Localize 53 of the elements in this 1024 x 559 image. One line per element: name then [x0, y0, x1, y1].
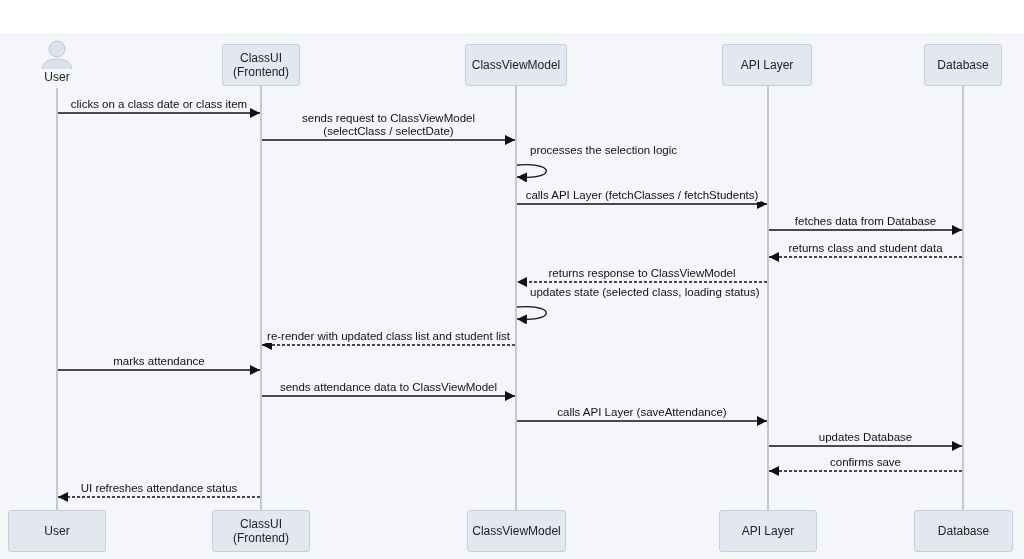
lifeline: [260, 86, 262, 510]
message-arrow: [57, 492, 261, 502]
participant-box: [212, 510, 310, 552]
message-arrow: [261, 340, 516, 350]
message-arrow: [768, 441, 963, 451]
message-arrow: [516, 277, 768, 287]
message-label: marks attendance: [111, 355, 207, 368]
message-arrow: [261, 391, 516, 401]
lifeline: [962, 86, 964, 510]
participant-box: [8, 510, 106, 552]
message-label: re-render with updated class list and student list: [265, 330, 512, 343]
message-label: clicks on a class date or class item: [68, 98, 250, 111]
message-arrow: [261, 135, 516, 145]
message-arrow: [516, 164, 547, 183]
message-arrow: [516, 199, 768, 209]
participant-box: [719, 510, 817, 552]
message-label: updates Database: [816, 431, 915, 444]
message-label: sends attendance data to ClassViewModel: [277, 381, 500, 394]
message-label: UI refreshes attendance status: [78, 482, 240, 495]
lifeline: [767, 86, 769, 510]
message-arrow: [516, 416, 768, 426]
message-label: fetches data from Database: [792, 215, 939, 228]
participant-label: User: [44, 70, 70, 84]
participant-box: [465, 44, 567, 86]
message-arrow: [768, 252, 963, 262]
participant-label: API Layer: [740, 58, 794, 72]
participant-box: [914, 510, 1013, 552]
participant-label: ClassUI (Frontend): [232, 51, 290, 79]
participant-label: API Layer: [741, 524, 795, 538]
lifeline: [515, 86, 517, 510]
participant-label: ClassViewModel: [471, 58, 561, 72]
participant-box: [924, 44, 1002, 86]
participant-label: ClassViewModel: [472, 524, 561, 538]
message-label: returns class and student data: [786, 242, 945, 255]
message-arrow: [768, 225, 963, 235]
message-label: calls API Layer (saveAttendance): [555, 406, 729, 419]
message-arrow: [516, 306, 547, 325]
participant-label: Database: [937, 524, 990, 538]
message-arrow: [57, 365, 261, 375]
message-label: returns response to ClassViewModel: [546, 267, 738, 280]
participant-label: Database: [937, 58, 989, 72]
lifeline: [56, 88, 58, 510]
participant-box: [467, 510, 566, 552]
message-label: confirms save: [828, 456, 903, 469]
message-arrow: [768, 466, 963, 476]
message-label: calls API Layer (fetchClasses / fetchStudents): [523, 189, 761, 202]
participant-box: [222, 44, 300, 86]
participant-label: ClassUI (Frontend): [232, 517, 290, 545]
message-label: updates state (selected class, loading status): [528, 286, 762, 299]
participant-label: User: [44, 524, 70, 538]
participant-box: [722, 44, 812, 86]
message-arrow: [57, 108, 261, 118]
message-label: processes the selection logic: [528, 144, 680, 157]
